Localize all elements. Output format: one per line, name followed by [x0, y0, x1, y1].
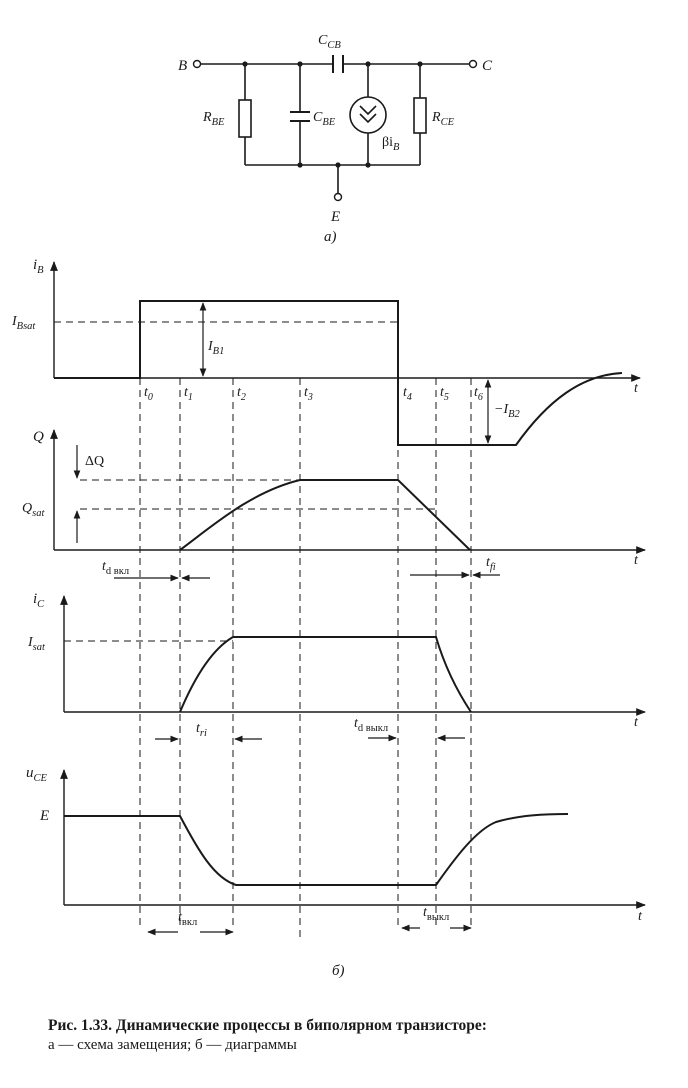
- toff-label: tвыкл: [423, 905, 449, 923]
- dq-label: ΔQ: [85, 454, 104, 469]
- node-b-label: B: [178, 58, 187, 74]
- q-sat-label: Qsat: [22, 501, 45, 519]
- figure-caption: Рис. 1.33. Динамические процессы в бипол…: [48, 1016, 678, 1055]
- label-rce: RCE: [431, 110, 455, 128]
- tick-t1: t1: [184, 385, 193, 403]
- capacitor-ccb: [332, 55, 344, 73]
- capacitor-cbe: [290, 111, 310, 122]
- ib-b1-label: IB1: [207, 339, 224, 357]
- ib-axis-label: iB: [33, 257, 44, 276]
- uce-e-label: E: [39, 808, 49, 824]
- uce-t-label: t: [638, 909, 643, 924]
- plot-ib: iB IBsat IB1 −IB2 t t0 t1 t2 t3 t4 t5 t6: [11, 257, 641, 446]
- tri-label: tri: [196, 721, 207, 739]
- td-off-label: td выкл: [354, 716, 388, 734]
- resistor-rce: [413, 97, 427, 134]
- ib-b2-label: −IB2: [494, 402, 521, 420]
- tfi-label: tfi: [486, 555, 496, 573]
- node-c-label: C: [482, 58, 493, 74]
- junction-dots: [242, 61, 423, 168]
- part-a-label: а): [324, 229, 337, 245]
- label-cbe: CBE: [313, 110, 336, 128]
- label-source: βiB: [382, 135, 400, 153]
- td-on-label: td вкл: [102, 559, 129, 577]
- resistor-rbe: [238, 99, 252, 138]
- label-rbe: RBE: [202, 110, 225, 128]
- node-e-label: E: [330, 209, 340, 225]
- time-markers: [139, 378, 472, 940]
- uce-axis-label: uCE: [26, 765, 48, 784]
- ic-sat-label: Isat: [27, 635, 46, 653]
- q-axis-label: Q: [33, 429, 44, 445]
- figure-canvas: B C E RBE CBE CCB RCE βiB а) iB: [11, 33, 646, 979]
- caption-title: Рис. 1.33. Динамические процессы в бипол…: [48, 1017, 487, 1034]
- plot-q: Q ΔQ Qsat t td вкл tfi: [22, 429, 646, 582]
- caption-subtitle: а — схема замещения; б — диаграммы: [48, 1037, 297, 1053]
- uce-curve: [64, 813, 569, 886]
- current-source: [349, 96, 387, 134]
- tick-t3: t3: [304, 385, 313, 403]
- label-ccb: CCB: [318, 33, 341, 51]
- ib-curve: [54, 300, 623, 446]
- ib-sat-label: IBsat: [11, 314, 36, 332]
- equivalent-circuit: B C E RBE CBE CCB RCE βiB а): [178, 33, 493, 245]
- timing-diagrams: iB IBsat IB1 −IB2 t t0 t1 t2 t3 t4 t5 t6: [11, 257, 646, 979]
- ic-axis-label: iC: [33, 591, 45, 610]
- tick-t2: t2: [237, 385, 246, 403]
- tick-t6: t6: [474, 385, 483, 403]
- ic-curve: [179, 636, 472, 713]
- tick-t5: t5: [440, 385, 449, 403]
- terminals: [192, 59, 478, 202]
- q-curve: [179, 479, 471, 551]
- q-t-label: t: [634, 553, 639, 568]
- tick-t4: t4: [403, 385, 412, 403]
- plot-ic: iC Isat t tri td выкл: [27, 591, 646, 743]
- ib-t-label: t: [634, 381, 639, 396]
- plot-uce: uCE E t tвкл tвыкл: [26, 765, 646, 936]
- tick-t0: t0: [144, 385, 153, 403]
- part-b-label: б): [332, 963, 345, 979]
- ib-tick-labels: t0 t1 t2 t3 t4 t5 t6: [144, 385, 483, 403]
- ic-t-label: t: [634, 715, 639, 730]
- ton-label: tвкл: [178, 910, 197, 928]
